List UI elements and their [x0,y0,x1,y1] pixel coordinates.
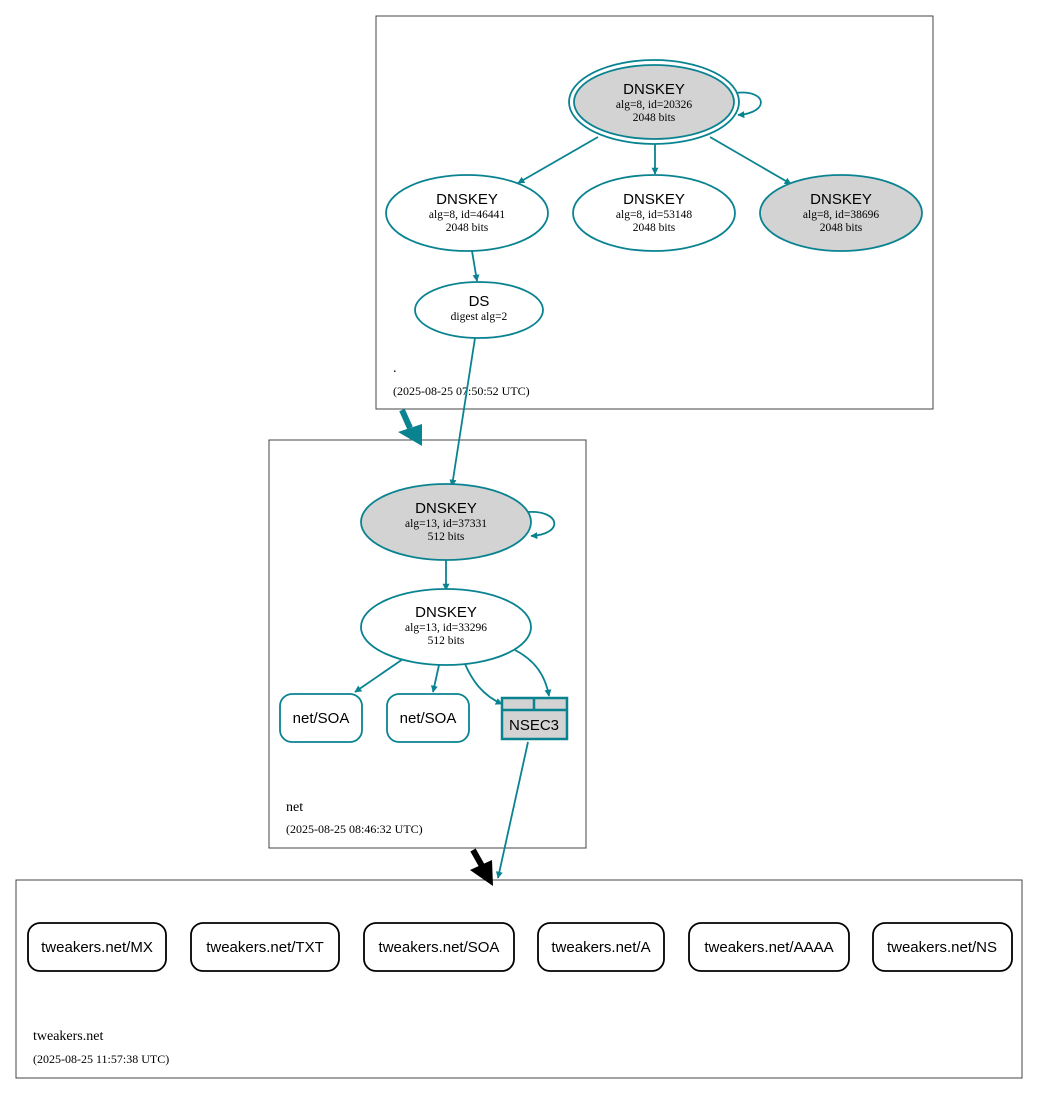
node-root-zsk3-line2: 2048 bits [820,222,863,234]
edge-net-zsk-nsec3-a [464,663,503,705]
node-root-zsk2[interactable]: DNSKEY alg=8, id=53148 2048 bits [572,174,736,252]
zone-root: . (2025-08-25 07:50:52 UTC) [375,15,934,410]
edges [354,91,792,879]
node-root-zsk1-line1: alg=8, id=46441 [429,209,505,221]
node-net-ksk-title: DNSKEY [415,500,477,517]
record-tweakers-a-label: tweakers.net/A [551,939,650,956]
record-tweakers-ns[interactable]: tweakers.net/NS [872,922,1013,972]
record-tweakers-mx-label: tweakers.net/MX [41,939,153,956]
node-root-zsk2-line2: 2048 bits [633,222,676,234]
record-tweakers-mx[interactable]: tweakers.net/MX [27,922,167,972]
node-net-nsec3[interactable]: NSEC3 [500,696,569,741]
edge-net-zsk-soa1 [354,658,404,693]
node-net-ksk[interactable]: DNSKEY alg=13, id=37331 512 bits [360,483,532,561]
edge-ds-net-ksk [449,337,476,487]
node-root-zsk1-line2: 2048 bits [446,222,489,234]
node-root-zsk3-title: DNSKEY [810,191,872,208]
record-tweakers-aaaa-label: tweakers.net/AAAA [704,939,833,956]
record-tweakers-aaaa[interactable]: tweakers.net/AAAA [688,922,850,972]
node-net-soa2[interactable]: net/SOA [386,693,470,743]
zone-tweakers-box [15,879,1023,1079]
record-tweakers-ns-label: tweakers.net/NS [887,939,997,956]
edge-root-ksk-zsk1 [517,136,599,184]
record-tweakers-txt[interactable]: tweakers.net/TXT [190,922,340,972]
delegation-arrows [398,408,493,886]
node-root-ksk-title: DNSKEY [623,81,685,98]
edge-net-zsk-nsec3-b [514,649,552,697]
zone-net: net (2025-08-25 08:46:32 UTC) [268,439,587,849]
zone-net-timestamp: (2025-08-25 08:46:32 UTC) [286,822,423,836]
zone-root-box [375,15,934,410]
edge-root-zsk1-ds [471,250,480,282]
node-root-zsk3-line1: alg=8, id=38696 [803,209,879,221]
node-net-ds-line1: digest alg=2 [451,311,508,323]
record-tweakers-a[interactable]: tweakers.net/A [537,922,665,972]
node-root-zsk1[interactable]: DNSKEY alg=8, id=46441 2048 bits [385,174,549,252]
node-net-zsk-line1: alg=13, id=33296 [405,622,487,634]
edge-root-ksk-zsk3 [709,136,792,185]
edge-root-ksk-self [734,91,762,119]
edge-net-zsk-soa2 [430,664,440,693]
zone-root-name: . [393,361,397,376]
node-root-zsk2-line1: alg=8, id=53148 [616,209,692,221]
node-root-ksk[interactable]: DNSKEY alg=8, id=20326 2048 bits [568,59,740,145]
edge-nsec3-tweakers [495,741,529,879]
node-net-ksk-line2: 512 bits [428,531,465,543]
node-root-ksk-line1: alg=8, id=20326 [616,99,692,111]
edge-net-ksk-self [527,511,556,540]
node-root-ksk-line2: 2048 bits [633,112,676,124]
record-tweakers-soa[interactable]: tweakers.net/SOA [363,922,515,972]
node-net-ds[interactable]: DS digest alg=2 [414,281,544,339]
zone-tweakers: tweakers.net (2025-08-25 11:57:38 UTC) [15,879,1023,1079]
record-tweakers-txt-label: tweakers.net/TXT [206,939,324,956]
node-net-soa1-label: net/SOA [293,710,350,727]
node-root-zsk2-title: DNSKEY [623,191,685,208]
zone-net-name: net [286,800,303,815]
delegation-root-to-net-head [398,424,422,446]
node-net-soa2-label: net/SOA [400,710,457,727]
node-net-zsk[interactable]: DNSKEY alg=13, id=33296 512 bits [360,588,532,666]
node-root-zsk3[interactable]: DNSKEY alg=8, id=38696 2048 bits [759,174,923,252]
delegation-net-to-tweakers-head [470,860,493,886]
zone-root-timestamp: (2025-08-25 07:50:52 UTC) [393,384,530,398]
zone-tweakers-name: tweakers.net [33,1029,103,1044]
record-tweakers-soa-label: tweakers.net/SOA [379,939,500,956]
zone-tweakers-timestamp: (2025-08-25 11:57:38 UTC) [33,1052,169,1066]
node-net-soa1[interactable]: net/SOA [279,693,363,743]
node-net-zsk-line2: 512 bits [428,635,465,647]
delegation-net-to-tweakers-shaft [470,848,485,868]
zone-net-box [268,439,587,849]
node-net-ksk-line1: alg=13, id=37331 [405,518,487,530]
delegation-root-to-net-shaft [399,408,413,430]
node-net-ds-title: DS [469,293,490,310]
node-net-zsk-title: DNSKEY [415,604,477,621]
node-root-zsk1-title: DNSKEY [436,191,498,208]
node-net-nsec3-label: NSEC3 [509,717,559,734]
